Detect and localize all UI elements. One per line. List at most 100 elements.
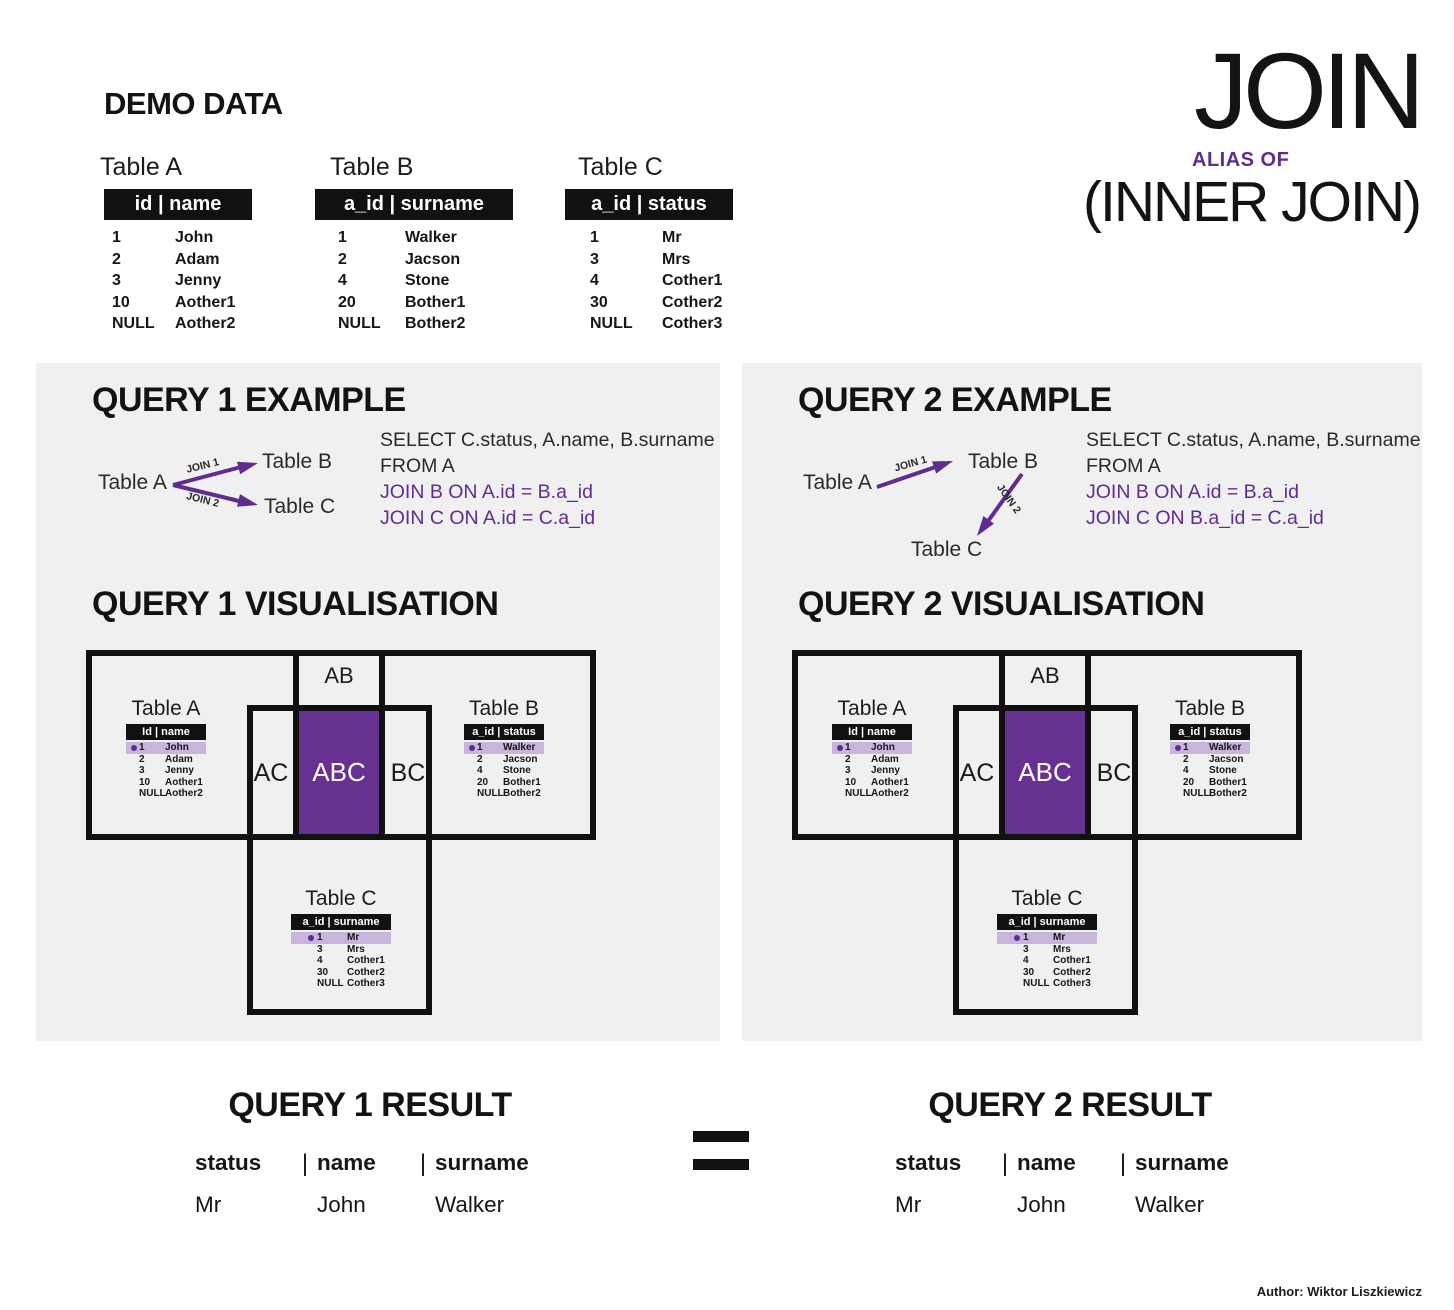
cell: 1	[139, 742, 145, 753]
cell-aid: 1	[338, 229, 347, 246]
cell: 2	[845, 753, 851, 765]
inner-join-subtitle: (INNER JOIN)	[1083, 169, 1422, 234]
sql-join-c-line: JOIN C ON B.a_id = C.a_id	[1086, 507, 1324, 529]
diagram-table-a-label: Table A	[803, 471, 872, 494]
equals-sign	[693, 1131, 749, 1171]
cell-aid: NULL	[338, 315, 381, 332]
join2-arrowhead-icon	[237, 494, 258, 507]
join2-arrow-line	[984, 472, 1024, 526]
cell: Aother2	[871, 788, 909, 799]
cell: NULL	[139, 788, 166, 799]
bc-region-label: BC	[390, 759, 426, 787]
cell-status: Cother2	[662, 293, 723, 311]
demo-table-c-title: Table C	[578, 153, 663, 181]
column-header-status: status	[195, 1150, 262, 1175]
sql-join-b-line: JOIN B ON A.id = B.a_id	[1086, 481, 1299, 503]
demo-table-b-header: a_id | surname	[315, 189, 513, 220]
cell: 1	[1023, 932, 1029, 943]
cell: 20	[477, 776, 489, 788]
cell-aid: 4	[590, 272, 599, 289]
cell: Cother3	[347, 978, 385, 989]
cell-aid: NULL	[590, 315, 633, 332]
cell-name: Aother2	[175, 315, 236, 332]
ab-overlap-strip	[999, 650, 1091, 840]
cell: 4	[477, 765, 483, 776]
mini-table-header: Id | name	[126, 724, 206, 740]
cell: NULL	[845, 788, 872, 799]
column-separator: |	[419, 1150, 427, 1177]
cell-status: Cother3	[662, 315, 723, 332]
cell: 3	[317, 943, 323, 955]
cell: Aother1	[165, 776, 203, 788]
set-c-rectangle	[247, 705, 432, 1015]
cell: 30	[1023, 966, 1035, 978]
mini-table-title: Table A	[131, 697, 201, 720]
equals-bar-top	[693, 1131, 749, 1142]
join-arrows-graphic	[172, 461, 258, 507]
column-separator: |	[1001, 1150, 1009, 1177]
cell-name: Adam	[175, 250, 220, 268]
cell-aid: 3	[590, 250, 599, 268]
sql-join-b-line: JOIN B ON A.id = B.a_id	[380, 481, 593, 503]
cell: 4	[317, 955, 323, 966]
cell-aid: 2	[338, 250, 347, 268]
table-row: 4 Cother1	[291, 955, 391, 967]
demo-table-c-header: a_id | status	[565, 189, 733, 220]
mini-table-header: a_id | surname	[997, 914, 1097, 930]
mini-table-title: Table A	[837, 697, 907, 720]
cell: Cother1	[347, 955, 385, 966]
query-2-example-heading: QUERY 2 EXAMPLE	[798, 381, 1112, 419]
mini-table-title: Table B	[468, 697, 540, 720]
cell: Walker	[503, 742, 536, 753]
demo-table-a-title: Table A	[100, 153, 183, 181]
row-marker-dot	[837, 745, 843, 751]
spacer	[1111, 1192, 1135, 1218]
ac-region-label: AC	[253, 759, 289, 787]
mini-table-header: a_id | status	[464, 724, 544, 740]
join-arrows-graphic	[876, 461, 1024, 536]
cell-status: Mr	[662, 229, 682, 246]
query-2-result-heading: QUERY 2 RESULT	[928, 1086, 1212, 1124]
page-title: JOIN	[1193, 30, 1425, 151]
sql-join-c-line: JOIN C ON A.id = C.a_id	[380, 507, 596, 529]
cell: Jacson	[1209, 753, 1244, 765]
result-cell-name: John	[1017, 1192, 1066, 1217]
query-1-result-heading: QUERY 1 RESULT	[228, 1086, 512, 1124]
sql-select-line: SELECT C.status, A.name, B.surname	[380, 429, 715, 451]
ab-region-label: AB	[1030, 663, 1060, 688]
query-1-result-table: status | name | surname Mr John Walker	[195, 1150, 565, 1218]
cell: NULL	[1183, 788, 1210, 799]
cell: 1	[845, 742, 851, 753]
query-2-result-table: status | name | surname Mr John Walker	[895, 1150, 1265, 1218]
cell-aid: 1	[590, 229, 599, 246]
spacer	[993, 1192, 1017, 1218]
cell-status: Mrs	[662, 250, 691, 268]
row-marker-dot	[469, 745, 475, 751]
